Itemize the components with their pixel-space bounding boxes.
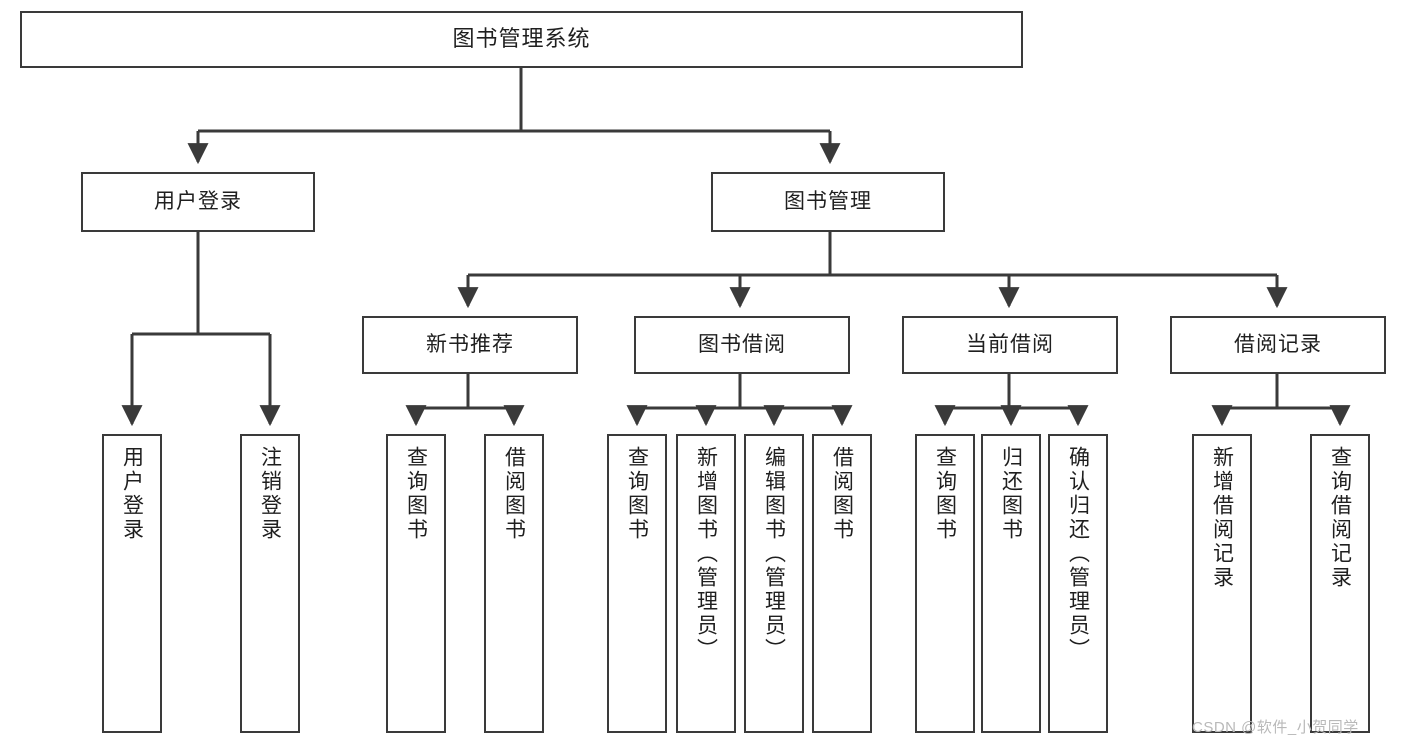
leaf-current-borrow-return[interactable]: 归还图书 [981, 434, 1041, 733]
node-label: 图书管理 [784, 190, 872, 214]
node-label: 新增图书（管理员） [694, 446, 718, 662]
node-label: 借阅记录 [1234, 333, 1322, 357]
leaf-current-borrow-confirm-return[interactable]: 确认归还（管理员） [1048, 434, 1108, 733]
node-label: 注销登录 [258, 446, 282, 542]
leaf-new-book-borrow[interactable]: 借阅图书 [484, 434, 544, 733]
node-label: 查询图书 [625, 446, 649, 542]
leaf-borrow-record-add[interactable]: 新增借阅记录 [1192, 434, 1252, 733]
node-label: 查询图书 [404, 446, 428, 542]
node-label: 编辑图书（管理员） [762, 446, 786, 662]
node-current-borrow[interactable]: 当前借阅 [902, 316, 1118, 374]
node-root-book-management-system[interactable]: 图书管理系统 [20, 11, 1023, 68]
node-label: 当前借阅 [966, 333, 1054, 357]
node-label: 借阅图书 [502, 446, 526, 542]
node-label: 借阅图书 [830, 446, 854, 542]
node-label: 新书推荐 [426, 333, 514, 357]
leaf-book-borrow-edit[interactable]: 编辑图书（管理员） [744, 434, 804, 733]
leaf-book-borrow-add[interactable]: 新增图书（管理员） [676, 434, 736, 733]
leaf-user-login-signout[interactable]: 注销登录 [240, 434, 300, 733]
leaf-book-borrow-query[interactable]: 查询图书 [607, 434, 667, 733]
leaf-new-book-query[interactable]: 查询图书 [386, 434, 446, 733]
node-label: 查询图书 [933, 446, 957, 542]
node-label: 确认归还（管理员） [1066, 446, 1090, 662]
watermark-csdn: CSDN @软件_小贺同学 [1192, 719, 1359, 736]
leaf-borrow-record-query[interactable]: 查询借阅记录 [1310, 434, 1370, 733]
leaf-user-login-signin[interactable]: 用户登录 [102, 434, 162, 733]
node-label: 图书借阅 [698, 333, 786, 357]
node-label: 用户登录 [154, 190, 242, 214]
node-book-borrow[interactable]: 图书借阅 [634, 316, 850, 374]
node-book-management[interactable]: 图书管理 [711, 172, 945, 232]
node-label: 图书管理系统 [452, 26, 591, 52]
node-new-book-recommend[interactable]: 新书推荐 [362, 316, 578, 374]
node-label: 查询借阅记录 [1328, 446, 1352, 590]
node-user-login[interactable]: 用户登录 [81, 172, 315, 232]
leaf-book-borrow-lend[interactable]: 借阅图书 [812, 434, 872, 733]
node-label: 新增借阅记录 [1210, 446, 1234, 590]
leaf-current-borrow-query[interactable]: 查询图书 [915, 434, 975, 733]
node-label: 归还图书 [999, 446, 1023, 542]
node-borrow-record[interactable]: 借阅记录 [1170, 316, 1386, 374]
node-label: 用户登录 [120, 446, 144, 542]
